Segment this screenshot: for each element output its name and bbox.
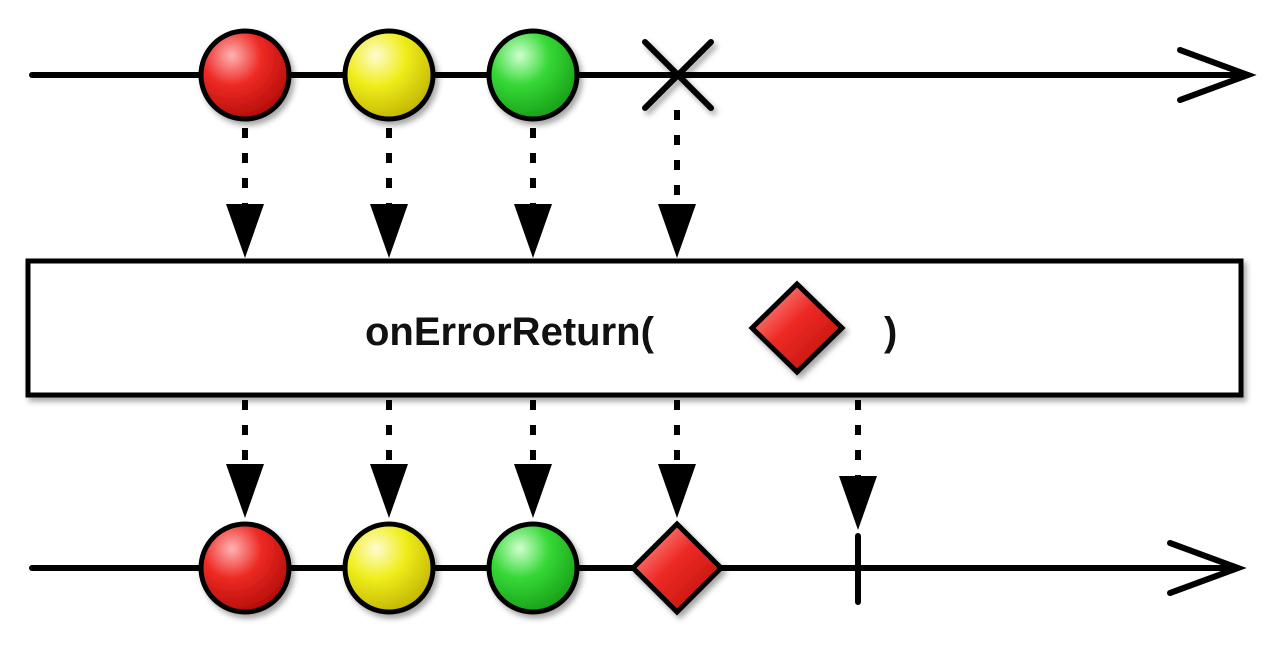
operator-box: onErrorReturn( ) [25,258,1244,398]
result-red-marble [198,521,292,615]
source-red-marble [198,28,292,122]
connector-arrowhead [658,464,696,518]
source-timeline [29,28,1257,122]
operator-close-paren: ) [884,310,897,354]
connector-arrowhead [226,464,264,518]
operator-box-frame [25,258,1244,398]
operator-argument-diamond [748,280,846,376]
output-connectors [242,400,861,480]
output-arrowheads [226,464,877,530]
result-red-diamond [629,520,725,616]
result-green-marble [486,521,580,615]
connector-arrowhead [370,204,408,258]
source-timeline-arrowhead [1177,47,1257,103]
result-timeline [29,520,1247,616]
connector-arrowhead [514,204,552,258]
input-connectors [242,110,680,212]
result-timeline-arrowhead [1167,540,1247,596]
source-green-marble [486,28,580,122]
input-arrowheads [226,204,696,258]
connector-arrowhead [226,204,264,258]
source-error-x [642,39,714,111]
connector-arrowhead [370,464,408,518]
operator-name: onErrorReturn( [365,310,655,354]
connector-arrowhead [658,204,696,258]
result-yellow-marble [342,521,436,615]
source-yellow-marble [342,28,436,122]
connector-arrowhead [514,464,552,518]
connector-arrowhead [839,476,877,530]
